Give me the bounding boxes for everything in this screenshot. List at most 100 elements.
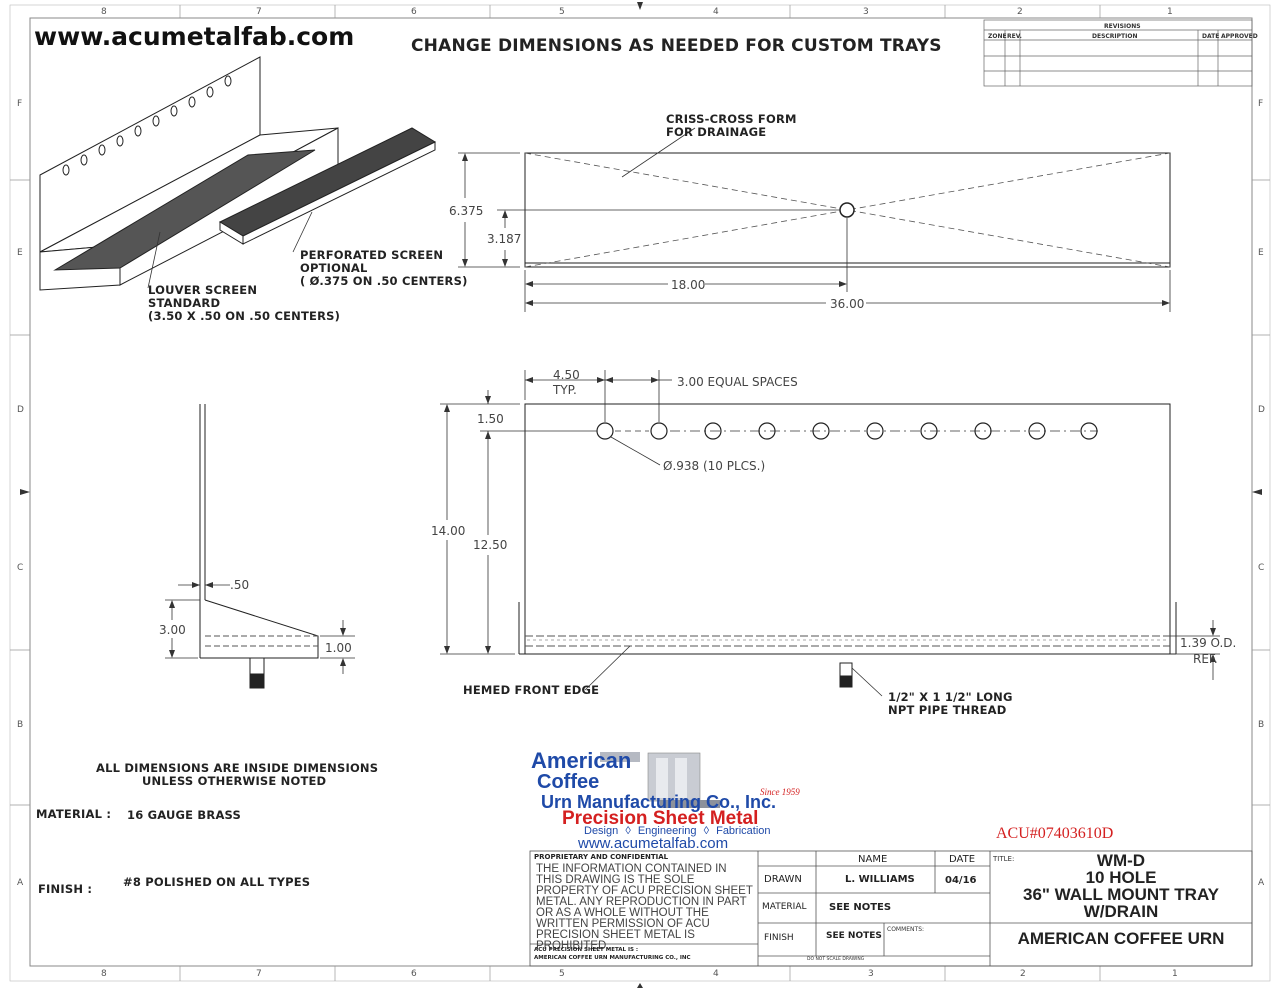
dim-tray-depth: 3.00 (159, 623, 186, 637)
zone-left-a: A (17, 878, 24, 888)
perforated-note-3: ( Ø.375 ON .50 CENTERS) (300, 274, 468, 288)
od-note-1: 1.39 O.D. (1180, 636, 1237, 650)
logo-tag-engineering: Engineering (637, 825, 697, 837)
front-view-dims (440, 370, 1220, 697)
finish-value: #8 POLISHED ON ALL TYPES (123, 875, 311, 889)
logo-line-urn: Urn Manufacturing Co., Inc. (541, 792, 777, 812)
revision-table (983, 19, 1253, 87)
pipe-note-2: NPT PIPE THREAD (888, 703, 1007, 717)
zone-bottom-7: 7 (256, 969, 262, 979)
side-view-arrows (169, 582, 346, 666)
tb-title-label: TITLE: (993, 855, 1015, 863)
logo-line-coffee: Coffee (537, 771, 600, 793)
dim-length: 36.00 (830, 297, 865, 311)
zone-bottom-6: 6 (411, 969, 417, 979)
tb-finish-value: SEE NOTES (826, 931, 882, 941)
tb-company: AMERICAN COFFEE URN (1017, 929, 1225, 948)
zone-ticks (10, 5, 1270, 981)
perforated-note-1: PERFORATED SCREEN (300, 248, 444, 262)
perforated-note-2: OPTIONAL (300, 261, 368, 275)
revisions-col-description: DESCRIPTION (1092, 33, 1138, 40)
iso-holes (62, 75, 232, 176)
dim-half-length: 18.00 (671, 278, 706, 292)
zone-bottom-4: 4 (713, 969, 719, 979)
louver-note-1: LOUVER SCREEN (148, 283, 258, 297)
dim-hole-spacing: 3.00 EQUAL SPACES (677, 375, 798, 389)
zone-right-e: E (1258, 248, 1264, 258)
logo-urn-graphic (600, 752, 720, 808)
logo-line-american: American (531, 748, 632, 773)
logo-tag-separator-1: ◊ (625, 825, 631, 837)
front-view (518, 403, 1177, 688)
tb-finish-label: FINISH (764, 933, 794, 943)
zone-right-a: A (1258, 878, 1265, 888)
zone-bottom-8: 8 (101, 969, 107, 979)
tb-comments-label: COMMENTS: (887, 926, 925, 933)
dim-half-depth: 3.187 (487, 232, 522, 246)
top-view-dims (458, 127, 1171, 312)
zone-bottom-1: 1 (1172, 969, 1178, 979)
zone-top-2: 2 (1017, 7, 1023, 17)
revisions-col-rev: REV. (1007, 33, 1022, 40)
tb-title-3: 36" WALL MOUNT TRAY (1022, 885, 1220, 904)
zone-right-d: D (1258, 405, 1265, 415)
criss-cross-note-2: FOR DRAINAGE (666, 125, 767, 139)
dim-height: 14.00 (431, 524, 466, 538)
front-view-arrows (444, 377, 1216, 662)
side-view (199, 404, 319, 689)
proprietary-footer-2: AMERICAN COFFEE URN MANUFACTURING CO., I… (534, 955, 691, 961)
material-label: MATERIAL : (36, 807, 112, 821)
zone-left-d: D (17, 405, 24, 415)
zone-left-b: B (17, 720, 24, 730)
dim-top-offset: 1.50 (477, 412, 504, 426)
revisions-col-zone: ZONE (988, 33, 1007, 40)
zone-top-3: 3 (863, 7, 869, 17)
center-mark-right (1252, 489, 1262, 495)
dim-depth: 6.375 (449, 204, 484, 218)
title-block-grid (529, 850, 1253, 967)
iso-tray-view (39, 56, 339, 291)
dims-note-1: ALL DIMENSIONS ARE INSIDE DIMENSIONS (96, 761, 379, 775)
center-mark-left (20, 489, 30, 495)
zone-bottom-2: 2 (1020, 969, 1026, 979)
od-note-2: REF. (1193, 652, 1218, 666)
dim-front-height: 1.00 (325, 641, 352, 655)
tb-no-scale: DO NOT SCALE DRAWING (807, 957, 865, 962)
tb-material-value: SEE NOTES (829, 902, 892, 913)
page-headline: CHANGE DIMENSIONS AS NEEDED FOR CUSTOM T… (411, 36, 942, 56)
logo-tag-fabrication: Fabrication (716, 825, 771, 837)
zone-right-c: C (1258, 563, 1265, 573)
zone-bottom-3: 3 (868, 969, 874, 979)
part-number: ACU#07403610D (996, 825, 1114, 842)
logo-url: www.acumetalfab.com (578, 835, 729, 852)
zone-bottom-5: 5 (559, 969, 565, 979)
zone-top-7: 7 (256, 7, 262, 17)
iso-leaders (147, 211, 313, 289)
criss-cross-note-1: CRISS-CROSS FORM (666, 112, 797, 126)
zone-right-f: F (1258, 99, 1264, 109)
material-value: 16 GAUGE BRASS (127, 808, 241, 822)
dim-first-hole: 4.50 (553, 368, 580, 382)
logo-tagline: Design ◊ Engineering ◊ Fabrication (584, 825, 771, 837)
website-heading: www.acumetalfab.com (34, 22, 355, 51)
top-view-arrows (462, 153, 1170, 306)
dim-first-hole-typ: TYP. (553, 383, 577, 397)
zone-left-e: E (17, 248, 23, 258)
dim-hole-height: 12.50 (473, 538, 508, 552)
logo-tag-separator-2: ◊ (703, 825, 710, 837)
logo-precision-sheet-metal: Precision Sheet Metal (562, 808, 759, 829)
tb-name-header: NAME (858, 854, 888, 865)
tb-date-header: DATE (949, 854, 976, 865)
zone-left-f: F (17, 99, 23, 109)
finish-label: FINISH : (38, 882, 93, 896)
logo-tag-design: Design (584, 825, 619, 837)
tb-title-2: 10 HOLE (1085, 868, 1157, 887)
proprietary-text: THE INFORMATION CONTAINED IN THIS DRAWIN… (536, 863, 753, 952)
zone-top-1: 1 (1167, 7, 1173, 17)
revisions-col-approved: APPROVED (1221, 33, 1258, 40)
tb-drawn-label: DRAWN (764, 874, 802, 885)
logo-since: Since 1959 (760, 787, 800, 797)
zone-left-c: C (17, 563, 24, 573)
hole-callout: Ø.938 (10 PLCS.) (663, 459, 766, 473)
dim-wall-thickness: .50 (230, 578, 250, 592)
